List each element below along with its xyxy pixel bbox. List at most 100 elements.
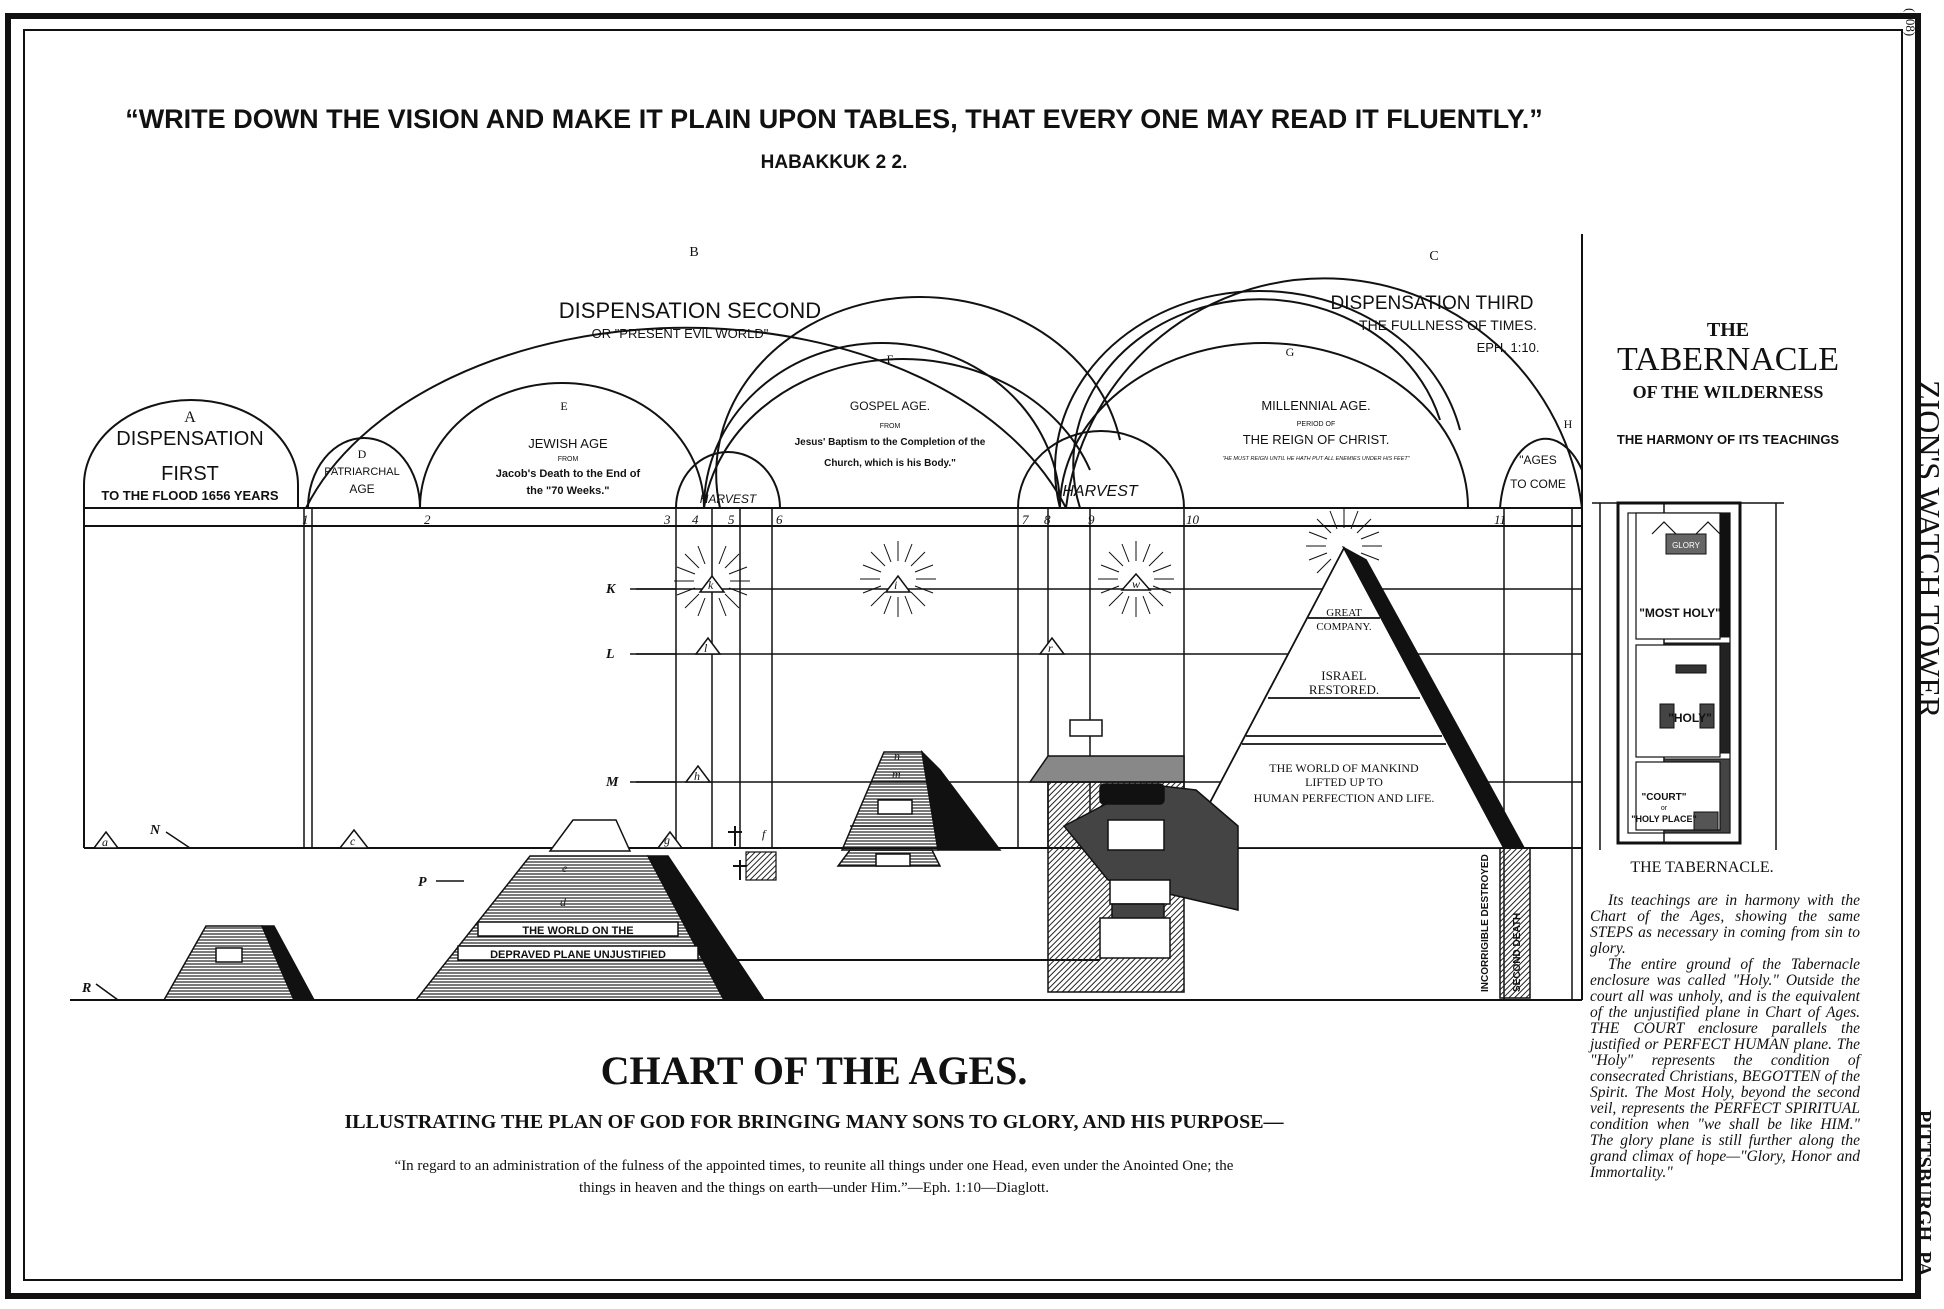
timeline-mark: 2 (424, 512, 431, 527)
dispensation-second-subtitle: OR "PRESENT EVIL WORLD" (592, 326, 769, 341)
israel-restored-line2: RESTORED. (1309, 682, 1379, 697)
timeline-mark: 1 (302, 512, 309, 527)
ages-to-come-line1: "AGES (1519, 453, 1557, 467)
harvest1-arc (675, 451, 781, 509)
jewish-age-title: JEWISH AGE (528, 436, 608, 451)
jewish-age-letter: E (560, 399, 567, 413)
millennial-age-letter: G (1286, 345, 1295, 359)
tabernacle-the: THE (1707, 319, 1749, 341)
glory-sunburst (860, 541, 936, 617)
plane-arrows (95, 588, 676, 1001)
dispensation-first-note: TO THE FLOOD 1656 YEARS (101, 488, 279, 503)
dispensation-third-letter: C (1429, 249, 1438, 264)
great-company-line1: GREAT (1326, 607, 1362, 619)
patriarchal-label1: PATRIARCHAL (324, 466, 399, 478)
gospel-age-line2: Church, which is his Body." (824, 458, 956, 469)
figure-letter: a (102, 835, 108, 849)
place-name: PITTSBURGH, PA. (1913, 1110, 1935, 1281)
chart-subtitle: ILLUSTRATING THE PLAN OF GOD FOR BRINGIN… (344, 1111, 1284, 1133)
patriarchal-letter: D (358, 447, 367, 461)
block-f (745, 851, 777, 881)
timeline-mark: 11 (1494, 512, 1506, 527)
right-margin-title: ZION'S WATCH TOWER (1911, 380, 1944, 719)
harvest2-label: HARVEST (1062, 483, 1139, 500)
tabernacle-caption: THE TABERNACLE. (1630, 859, 1773, 876)
cross-icons (728, 826, 747, 880)
gospel-age-line1: Jesus' Baptism to the Completion of the (795, 437, 986, 448)
harvest2-arc (1017, 430, 1185, 509)
world-block-line2: DEPRAVED PLANE UNJUSTIFIED (490, 949, 666, 961)
harvest1-label: HARVEST (700, 492, 758, 506)
great-pyramid-labels: GREAT COMPANY. ISRAEL RESTORED. THE WORL… (1254, 607, 1435, 805)
figure-letter: c (350, 834, 356, 848)
ages-to-come-arc (1499, 437, 1583, 509)
pyramid-h (684, 764, 712, 783)
timeline-marks: 1 2 3 4 5 6 7 8 9 10 11 (302, 512, 1506, 527)
glory-sunburst (674, 543, 750, 619)
tabernacle-glory: GLORY (1672, 541, 1701, 550)
world-block (414, 819, 766, 1001)
tabernacle-harmony: THE HARMONY OF ITS TEACHINGS (1617, 432, 1840, 447)
dispensation-second-title: DISPENSATION SECOND (559, 298, 821, 323)
tabernacle-title: TABERNACLE (1617, 341, 1839, 378)
dispensation-second-arc (305, 326, 1067, 509)
dispensation-first-letter: A (184, 409, 196, 426)
glory-sunburst (1098, 541, 1174, 617)
dispensation-first-line2: FIRST (161, 463, 219, 485)
small-pyramids (92, 572, 1152, 849)
timeline-mark: 5 (728, 512, 735, 527)
plane-label-m: M (605, 775, 619, 790)
harvest-blocks (1028, 755, 1239, 993)
ages-to-come-letter: H (1564, 417, 1573, 431)
millennial-age-arc (1059, 342, 1469, 509)
pyramid-w (1120, 572, 1152, 591)
timeline-mark: 7 (1022, 512, 1029, 527)
dispensation-third-title: DISPENSATION THIRD (1330, 293, 1533, 314)
figure-letter: l (704, 641, 708, 655)
figure-letter: h (694, 769, 700, 783)
plane-label-p: P (418, 875, 427, 890)
israel-restored-line1: ISRAEL (1321, 668, 1367, 683)
jewish-age-from: FROM (558, 456, 579, 463)
great-pyramid (1184, 545, 1526, 849)
timeline-mark: 6 (776, 512, 783, 527)
figure-letter: i (894, 578, 897, 592)
pyramid-a (92, 830, 120, 849)
tabernacle-holy: "HOLY" (1668, 711, 1712, 725)
dispensation-third-ref: EPH. 1:10. (1477, 340, 1540, 355)
pyramid-c (338, 828, 370, 849)
dispensation-second-letter: B (689, 245, 698, 260)
plane-labels: K L M N P R (81, 582, 619, 996)
timeline-mark: 8 (1044, 512, 1051, 527)
altar-s (1069, 719, 1103, 737)
dispensation-first-line1: DISPENSATION (116, 428, 263, 450)
side-caption-paragraph: Its teachings are in harmony with the Ch… (1590, 892, 1860, 957)
side-caption-paragraph: The entire ground of the Tabernacle encl… (1590, 956, 1860, 1181)
outer-frame (5, 13, 1921, 1299)
millennial-age-title: MILLENNIAL AGE. (1261, 398, 1370, 413)
tabernacle-most-holy: "MOST HOLY" (1639, 606, 1721, 620)
gospel-age-arc (703, 342, 1061, 509)
figure-letter: r (1048, 641, 1053, 655)
tabernacle-side-caption: Its teachings are in harmony with the Ch… (1590, 893, 1860, 1181)
gospel-age-title: GOSPEL AGE. (850, 399, 930, 413)
second-death-line2: SECOND DEATH (1512, 913, 1523, 992)
millennial-age-period: PERIOD OF (1297, 421, 1336, 428)
pyramid-k (698, 574, 726, 593)
millennial-age-quote: "HE MUST REIGN UNTIL HE HATH PUT ALL ENE… (1222, 456, 1410, 462)
block-b (162, 925, 316, 1001)
figure-letter: k (708, 578, 714, 592)
tabernacle-or: or (1661, 805, 1668, 812)
gospel-age-letter: F (887, 352, 894, 366)
jewish-age-line1: Jacob's Death to the End of (496, 468, 641, 480)
inner-frame (23, 29, 1903, 1281)
second-death-line1: INCORRIGIBLE DESTROYED (1480, 854, 1491, 992)
pyramid-i (884, 574, 912, 593)
great-company-line2: COMPANY. (1316, 621, 1372, 633)
figure-letter: f (762, 827, 767, 841)
pyramid-l (694, 636, 722, 655)
plane-label-k: K (605, 582, 617, 597)
world-lifted-line1: THE WORLD OF MANKIND (1269, 761, 1419, 775)
ages-to-come-line2: TO COME (1510, 477, 1566, 491)
